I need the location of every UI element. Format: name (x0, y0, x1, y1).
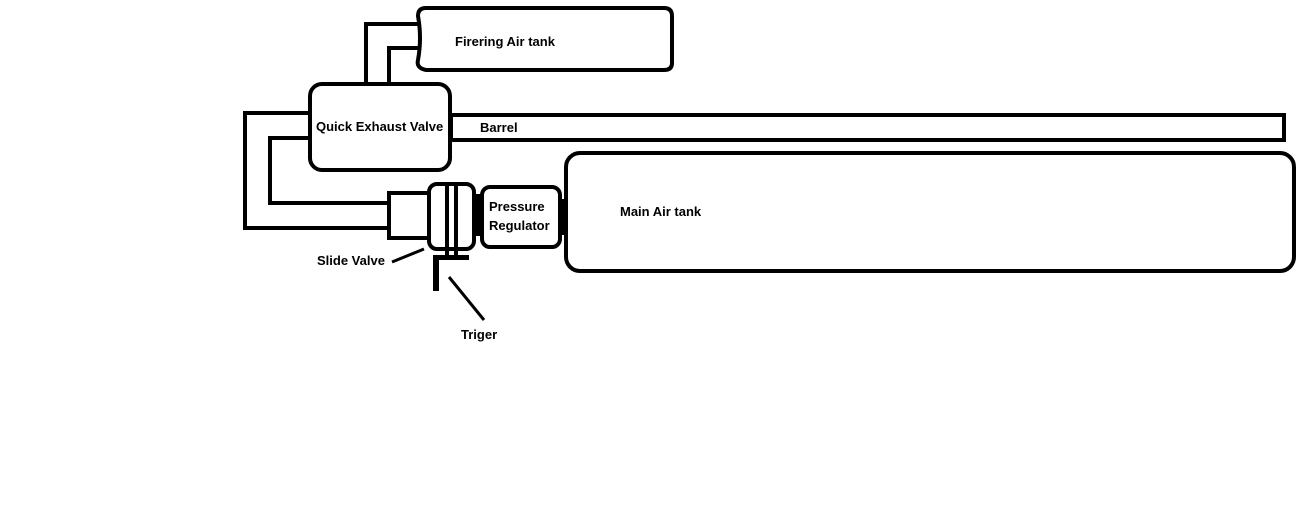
slide-valve-label: Slide Valve (317, 253, 385, 268)
slide-valve-pointer (391, 247, 425, 264)
regulator-connector (558, 199, 566, 235)
barrel-label: Barrel (480, 120, 518, 135)
firing-air-tank-label: Firering Air tank (455, 34, 556, 49)
pipe-inner-slide-valve-to-qev (268, 136, 389, 205)
pipe-inner-qev-to-firing-tank (387, 46, 419, 82)
trigger-label: Triger (461, 327, 497, 342)
main-air-tank-label: Main Air tank (620, 204, 702, 219)
pressure-regulator-label-line1: Pressure (489, 199, 545, 214)
slide-valve-housing (387, 191, 431, 240)
main-air-tank (564, 151, 1296, 273)
quick-exhaust-valve (308, 82, 452, 172)
trigger-pointer (447, 276, 486, 321)
pressure-regulator (480, 185, 562, 249)
pressure-regulator-label-line2: Regulator (489, 218, 550, 233)
slide-valve (427, 182, 476, 251)
pipe-outer-qev-to-firing-tank (364, 22, 419, 82)
slide-valve-connector (474, 194, 484, 236)
pipe-outer-slide-valve-to-qev (243, 111, 389, 230)
barrel (449, 113, 1286, 142)
trigger-handle (433, 255, 439, 291)
trigger-bar (433, 255, 469, 260)
firing-air-tank (415, 6, 674, 72)
quick-exhaust-valve-label: Quick Exhaust Valve (316, 119, 443, 134)
